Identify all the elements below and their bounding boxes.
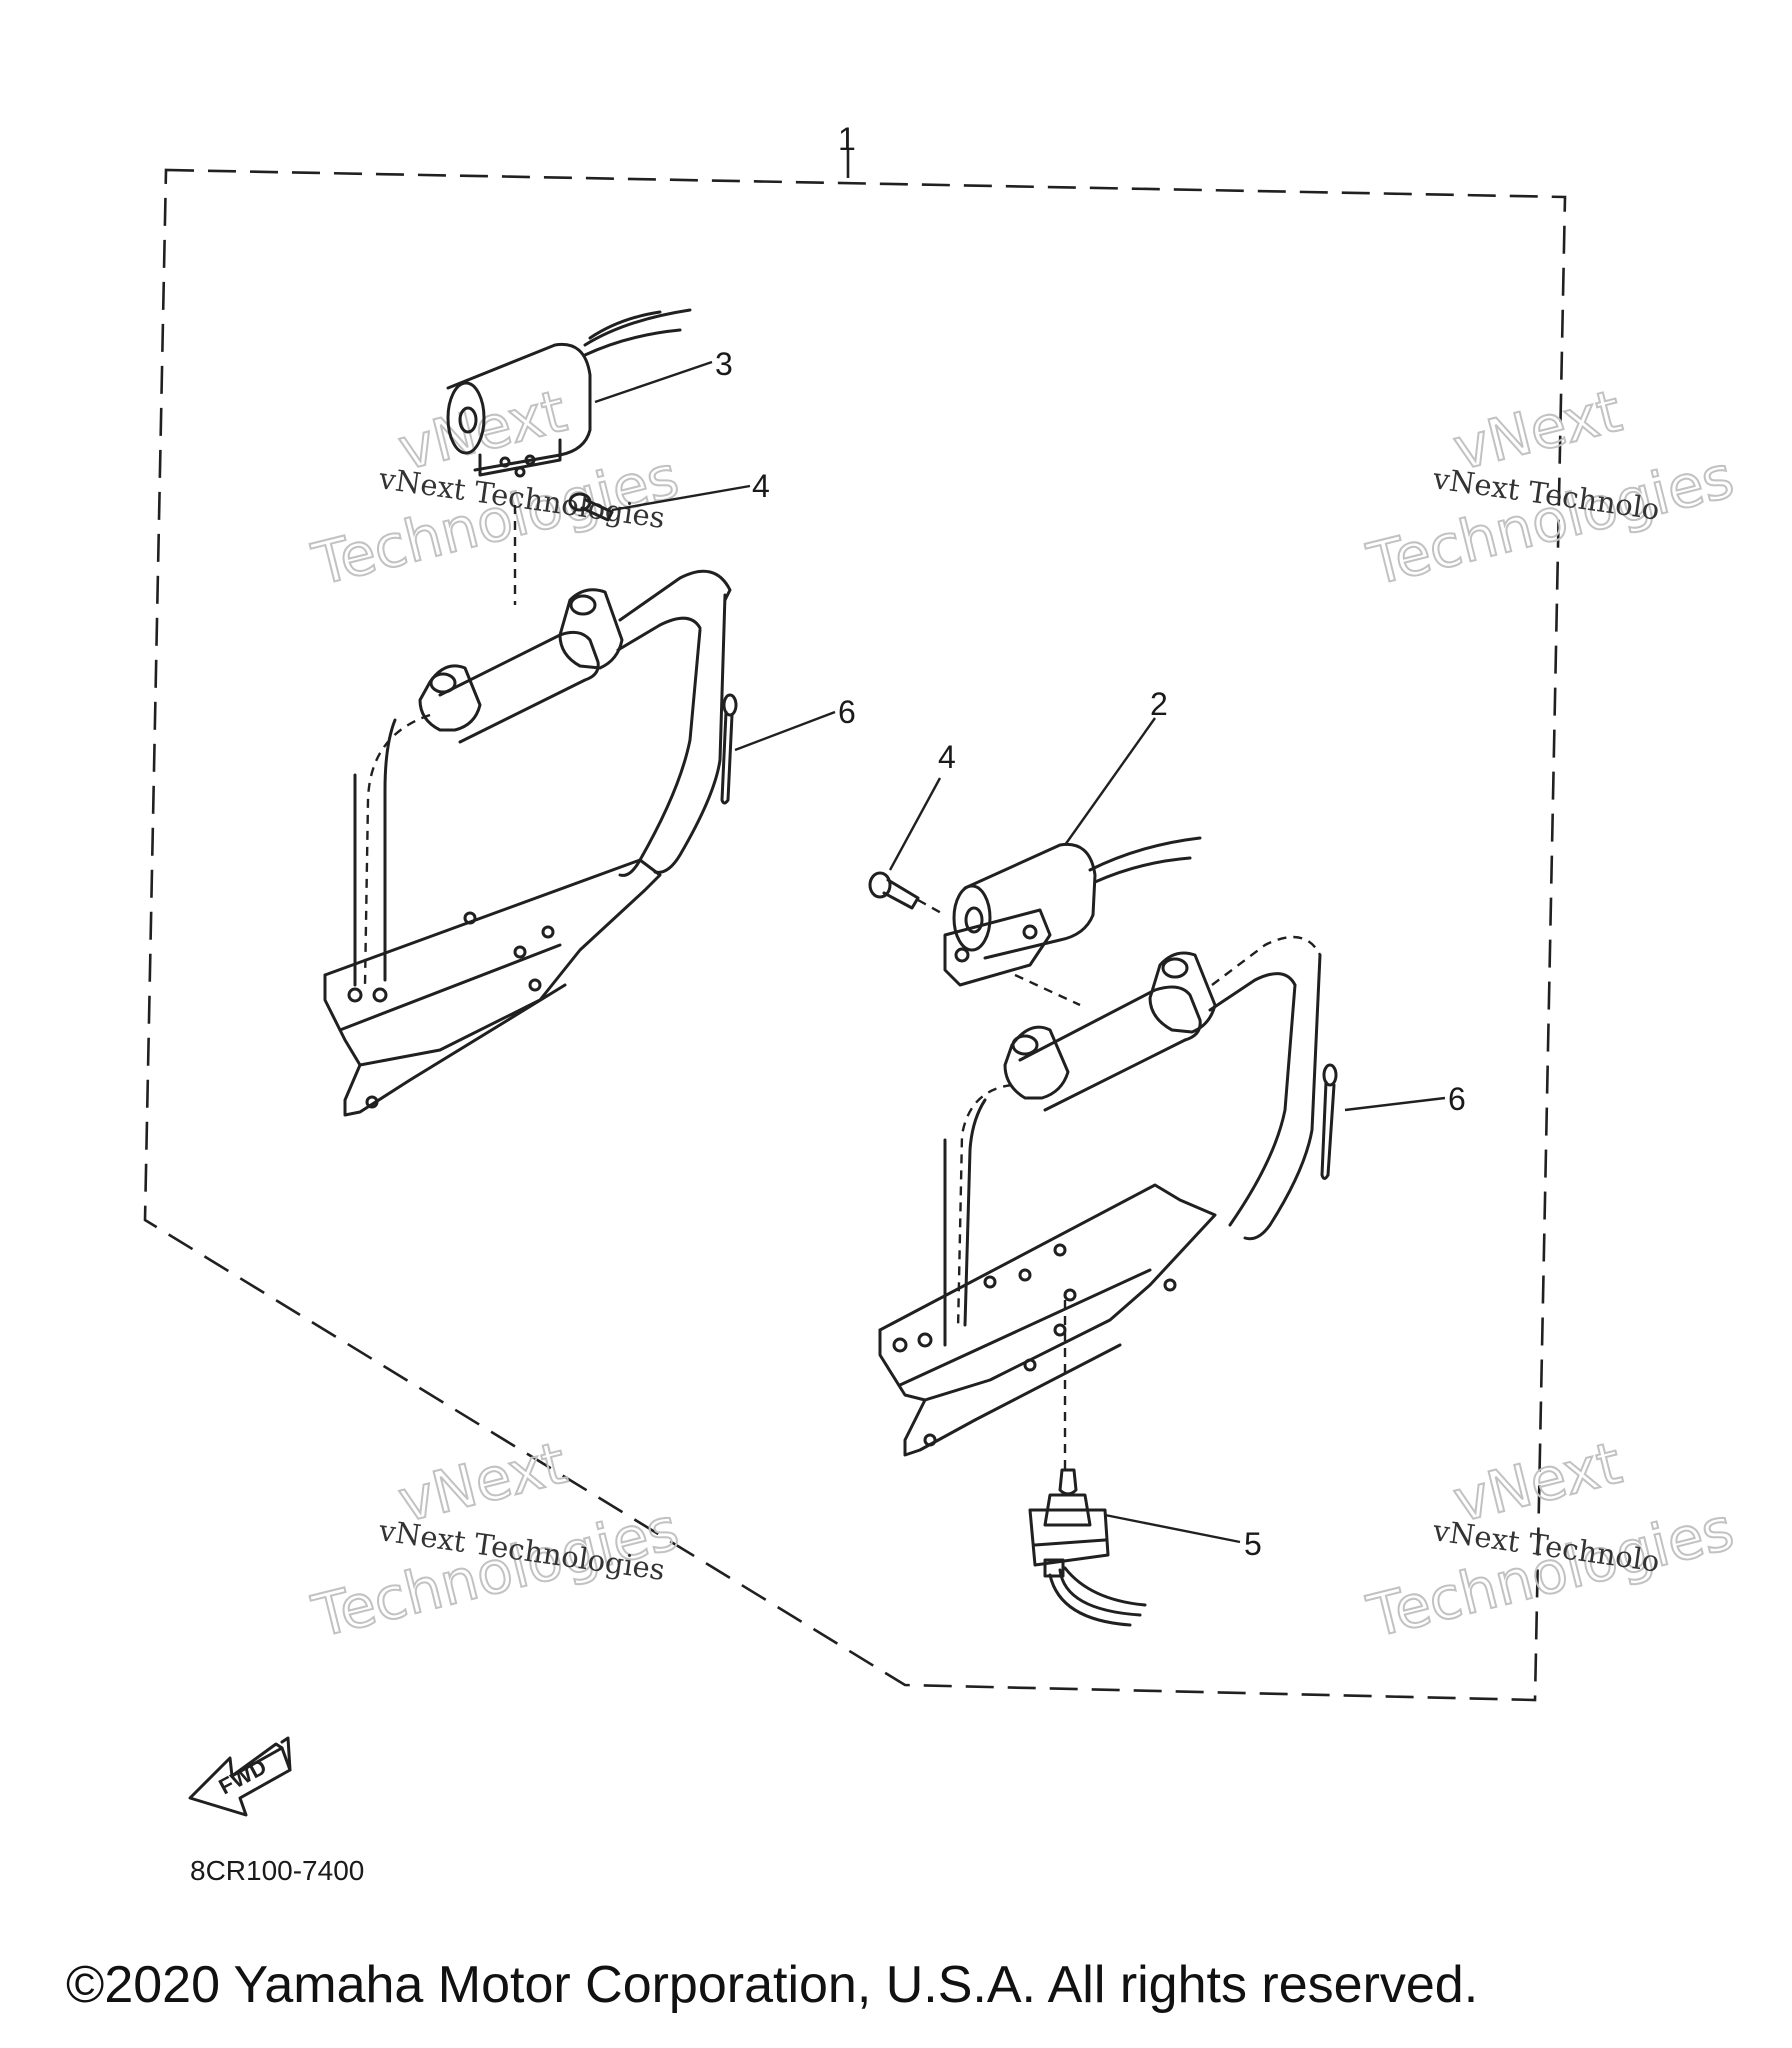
leader-4-left bbox=[611, 484, 751, 512]
part-6-cable-tie-left bbox=[720, 693, 738, 805]
leader-2 bbox=[1064, 717, 1156, 846]
callout-1: 1 bbox=[838, 121, 856, 157]
leader-6-right bbox=[1344, 1096, 1446, 1112]
fwd-label: FWD bbox=[215, 1754, 271, 1800]
callout-4-left: 4 bbox=[752, 468, 770, 504]
watermark-big-bottom: Technologies bbox=[1361, 442, 1740, 598]
leader-5 bbox=[1104, 1513, 1241, 1544]
part-5-toggle-switch bbox=[1028, 1468, 1147, 1627]
left-light-bar-assembly bbox=[323, 569, 732, 1117]
part-4-screw-right bbox=[868, 871, 920, 910]
part-code: 8CR100-7400 bbox=[190, 1855, 365, 1886]
part-4-screw-left bbox=[568, 492, 614, 522]
callout-2: 2 bbox=[1150, 686, 1168, 722]
watermark-bottom-right: vNext Technologies vNext Technolo bbox=[1360, 1428, 1741, 1652]
leader-6-left bbox=[734, 710, 836, 752]
kit-boundary-dashed bbox=[143, 168, 1567, 1702]
part-2-cap-right bbox=[943, 836, 1202, 987]
callout-6-left: 6 bbox=[838, 694, 856, 730]
part-3-cap-left bbox=[446, 308, 692, 478]
right-light-bar-assembly bbox=[878, 935, 1322, 1457]
callout-4-right: 4 bbox=[938, 739, 956, 775]
watermark-big-bottom: Technologies bbox=[1361, 1494, 1740, 1650]
fwd-arrow-icon: FWD bbox=[188, 1736, 292, 1817]
callout-3: 3 bbox=[715, 346, 733, 382]
callout-5: 5 bbox=[1244, 1526, 1262, 1562]
part-6-cable-tie-right bbox=[1320, 1063, 1338, 1180]
watermark-bottom-left: vNext Technologies vNext Technologies bbox=[305, 1428, 686, 1652]
callout-6-right: 6 bbox=[1448, 1081, 1466, 1117]
watermark-top-right: vNext Technologies vNext Technolo bbox=[1360, 376, 1741, 600]
leader-4-right bbox=[888, 777, 942, 871]
leader-3 bbox=[594, 360, 713, 404]
hidden-line-right bbox=[1014, 973, 1081, 1007]
watermark-top-left: vNext Technologies vNext Technologies bbox=[305, 376, 686, 600]
copyright-notice: ©2020 Yamaha Motor Corporation, U.S.A. A… bbox=[66, 1956, 1479, 2014]
screw-axis bbox=[917, 898, 946, 917]
